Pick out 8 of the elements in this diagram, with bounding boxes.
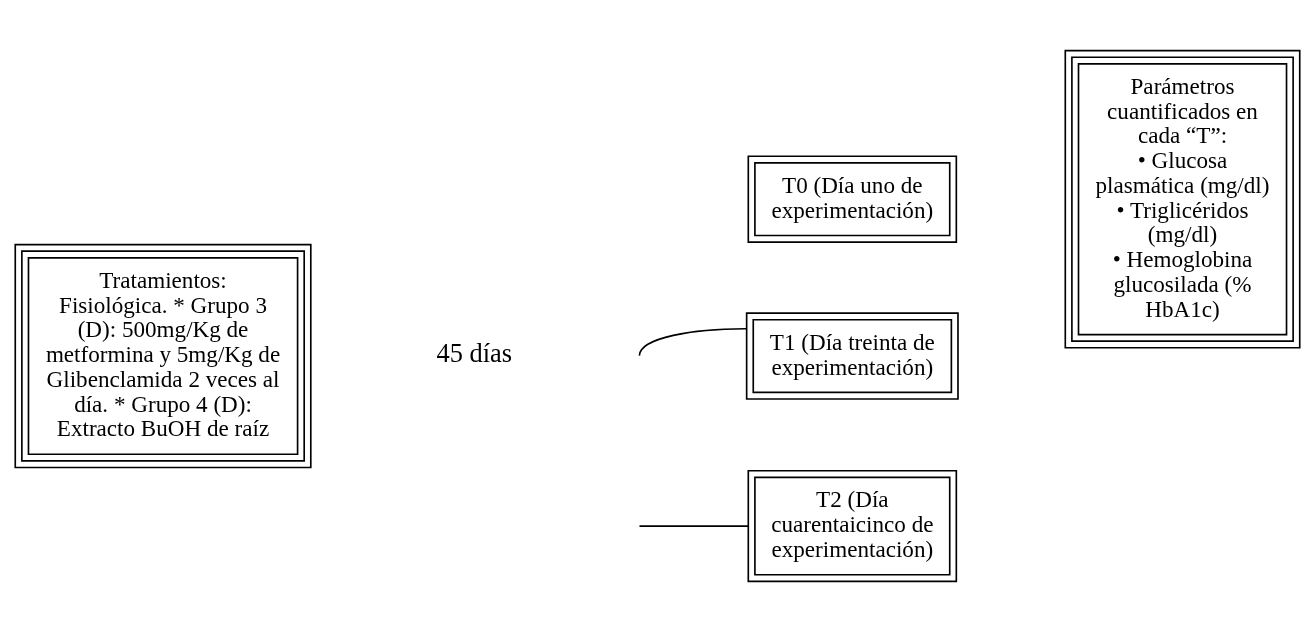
- node-box: Parámetros cuantificados en cada “T”: • Glucosa plasmática (mg/dl) • Triglicéridos (mg/dl) • Hemoglobina glucosilada (% HbA1c): [1064, 49, 1301, 349]
- node-box: T1 (Día treinta de experimentación): [745, 312, 959, 400]
- connector: [638, 327, 748, 357]
- node-box: Tratamientos: Fisiológica. * Grupo 3 (D): 500mg/Kg de metformina y 5mg/Kg de Glibenclamida 2 veces al día. * Grupo 4 (D): Extracto BuOH de raíz: [14, 243, 312, 469]
- connector: [638, 525, 749, 527]
- label: 45 días: [436, 338, 513, 369]
- node-box: T0 (Día uno de experimentación): [747, 155, 958, 243]
- node-box: T2 (Día cuarentaicinco de experimentación): [747, 469, 958, 583]
